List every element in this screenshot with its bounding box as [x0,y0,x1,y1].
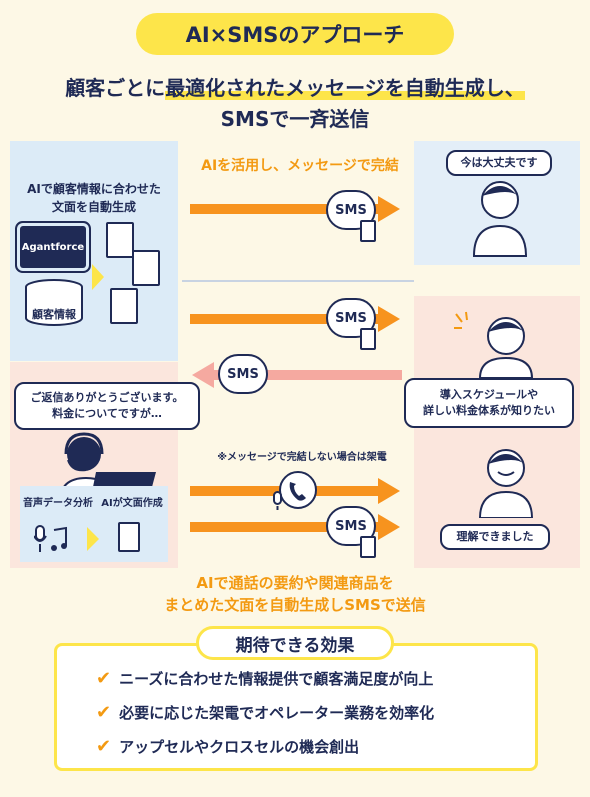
person-icon [478,317,534,378]
headline-line1-pre: 顧客ごとに [65,76,166,100]
ai-doc-label: AIが文面作成 [101,498,163,509]
headline-line1: 顧客ごとに最適化されたメッセージを自動生成し、 [0,72,590,101]
customer-request-bubble: 導入スケジュールや 詳しい料金体系が知りたい [404,378,574,428]
analysis-panel [20,486,168,562]
top-caption: AIを活用し、メッセージで完結 [201,158,399,174]
ai-generation-label-2: 文面を自動生成 [51,200,136,214]
bottom-caption-line2: まとめた文面を自動生成しSMSで送信 [164,596,426,614]
voice-music-icon [34,525,67,552]
effect-item: ✔ アップセルやクロスセルの機会創出 [96,736,359,757]
yellow-arrow-icon [87,527,99,551]
effects-title: 期待できる効果 [196,626,394,660]
call-note: ※メッセージで完結しない場合は架電 [217,452,387,463]
customer-request-line1: 導入スケジュールや [439,388,539,402]
agantforce-label: Agantforce [21,241,85,253]
arrow-left-icon [192,362,402,388]
document-icon [110,288,138,324]
bottom-caption-line1: AIで通話の要約や関連商品を [196,574,394,592]
operator-speech-bubble: ご返信ありがとうございます。 料金についてですが… [14,382,200,430]
effect-item: ✔ ニーズに合わせた情報提供で顧客満足度が向上 [96,668,433,689]
person-icon [472,181,528,257]
document-icon [132,250,160,286]
customer-speech-bubble-2: 理解できました [440,524,550,550]
customer-request-line2: 詳しい料金体系が知りたい [423,404,555,417]
effect-item: ✔ 必要に応じた架電でオペレーター業務を効率化 [96,702,434,723]
document-icon [106,222,134,258]
effect-item-text: アップセルやクロスセルの機会創出 [119,738,360,756]
person-icon [478,449,534,518]
headline-line1-mark: 最適化されたメッセージを自動生成し、 [165,76,525,100]
arrow-right-icon [190,196,400,222]
document-icon [360,536,376,558]
check-icon: ✔ [96,702,112,723]
check-icon: ✔ [96,668,112,689]
database-icon [25,279,83,326]
page-title: AI×SMSのアプローチ [136,13,454,55]
effects-box [54,643,538,771]
headline-line2: SMSで一斉送信 [220,107,370,131]
arrow-right-icon [190,306,400,332]
agantforce-chip-icon: Agantforce [20,226,86,268]
effect-item-text: 必要に応じた架電でオペレーター業務を効率化 [119,704,435,722]
operator-speech-line2: 料金についてですが… [52,407,162,420]
document-icon [360,220,376,242]
phone-call-icon [273,471,317,510]
document-icon [360,328,376,350]
section-divider [182,280,414,282]
ai-generation-label-1: AIで顧客情報に合わせた [27,182,161,196]
voice-analysis-label: 音声データ分析 [23,498,93,509]
customer-speech-bubble: 今は大丈夫です [446,150,552,176]
check-icon: ✔ [96,736,112,757]
effect-item-text: ニーズに合わせた情報提供で顧客満足度が向上 [119,670,434,688]
yellow-arrow-icon [92,264,104,290]
arrow-right-icon [190,514,400,540]
database-label: 顧客情報 [32,308,76,321]
reply-sms-bubble: SMS [218,354,268,394]
exclamation-lines-icon [454,311,468,329]
document-icon [118,522,140,552]
operator-speech-line1: ご返信ありがとうございます。 [30,391,184,405]
